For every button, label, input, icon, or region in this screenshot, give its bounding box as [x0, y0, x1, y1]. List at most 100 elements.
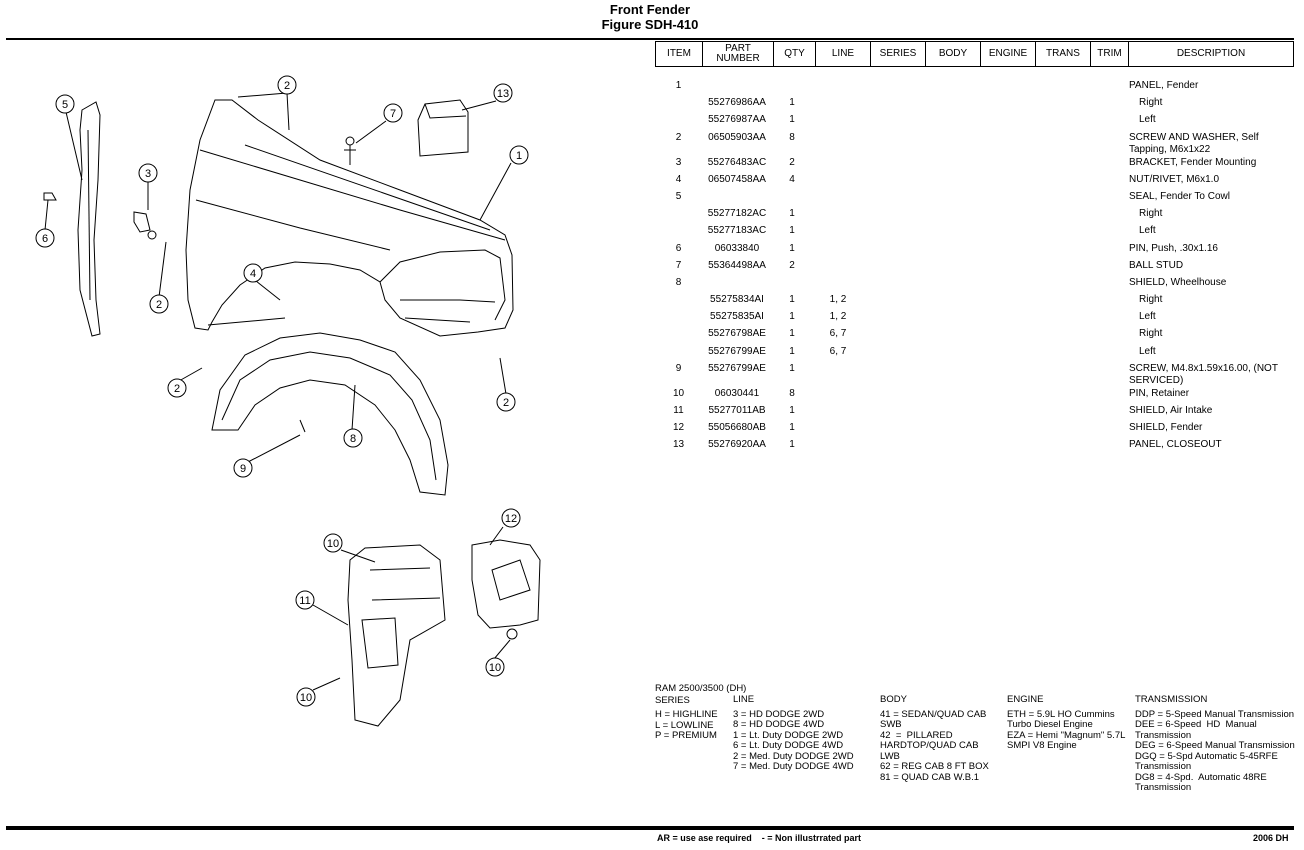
footer-note: AR = use ase required - = Non illustrrat…	[657, 833, 862, 843]
part-number-cell: 55276483AC	[707, 156, 767, 168]
legend-series-entry: P = PREMIUM	[655, 730, 717, 741]
qty-cell: 1	[789, 242, 795, 254]
legend-line-entry: 1 = Lt. Duty DODGE 2WD	[733, 729, 844, 741]
qty-cell: 1	[789, 405, 795, 416]
svg-text:2: 2	[503, 397, 509, 409]
callout-3: 3	[138, 163, 158, 183]
legend-engine-entry: ETH = 5.9L HO Cummins	[1007, 708, 1115, 720]
item-cell: 13	[672, 439, 685, 451]
air-intake-shield	[347, 544, 446, 727]
description-cell: BRACKET, Fender Mounting	[1129, 156, 1257, 168]
wheelhouse-shield	[211, 332, 449, 496]
legend-body-title: BODY	[880, 694, 907, 705]
description-cell: Left	[1139, 345, 1156, 357]
col-part-number: PART NUMBER	[702, 41, 774, 67]
col-series: SERIES	[870, 41, 926, 67]
svg-text:9: 9	[240, 463, 246, 475]
callout-12: 12	[501, 508, 521, 528]
description-cell: SHIELD, Fender	[1129, 422, 1203, 434]
legend-series-entry: H = HIGHLINE	[655, 709, 718, 720]
callout-13: 13	[493, 83, 513, 103]
part-number-cell: 55277182AC	[707, 208, 767, 220]
qty-cell: 2	[789, 259, 795, 271]
legend-line-title: LINE	[733, 694, 755, 705]
legend-body-entry: 81 = QUAD CAB W.B.1	[880, 771, 979, 783]
parts-table-header: ITEM PART NUMBER QTY LINE SERIES BODY EN…	[655, 41, 1294, 67]
item-cell: 9	[675, 362, 682, 374]
footer-code: 2006 DH	[1253, 833, 1289, 843]
svg-text:2: 2	[174, 383, 180, 395]
svg-text:10: 10	[327, 538, 339, 550]
item-cell: 3	[675, 156, 682, 168]
item-cell: 10	[672, 387, 685, 399]
part-number-cell: 55277011AB	[708, 405, 766, 416]
legend-engine-entry: SMPI V8 Engine	[1007, 740, 1077, 751]
part-number-cell: 55364498AA	[708, 259, 766, 271]
svg-text:7: 7	[390, 108, 396, 120]
callout-8: 8	[343, 428, 363, 448]
qty-cell: 1	[789, 97, 795, 109]
item-cell: 1	[675, 80, 682, 91]
col-trans: TRANS	[1035, 41, 1091, 67]
qty-cell: 1	[789, 345, 795, 357]
description-cell: Right	[1139, 208, 1163, 220]
legend-trans-entry: DG8 = 4-Spd. Automatic 48RE	[1135, 771, 1267, 783]
part-number-cell: 55277183AC	[707, 225, 767, 237]
part-number-cell: 55276920AA	[708, 439, 766, 451]
description-cell: SEAL, Fender To Cowl	[1129, 190, 1230, 202]
legend-line-entry: 7 = Med. Duty DODGE 4WD	[733, 761, 854, 772]
description-cell: Left	[1139, 114, 1156, 126]
description-cell: Right	[1139, 294, 1163, 306]
callout-10: 10	[296, 687, 316, 707]
fender-shield	[471, 539, 541, 629]
legend-line-entry: 2 = Med. Duty DODGE 2WD	[733, 750, 854, 762]
legend-engine: ENGINE ETH = 5.9L HO Cummins Turbo Diese…	[1007, 694, 1125, 752]
svg-text:2: 2	[284, 80, 290, 92]
svg-text:12: 12	[505, 513, 517, 525]
line-cell: 6, 7	[829, 328, 847, 340]
qty-cell: 1	[789, 362, 795, 374]
legend-trans-entry: Transmission	[1135, 729, 1192, 741]
svg-text:13: 13	[497, 88, 509, 100]
qty-cell: 1	[789, 422, 795, 434]
legend-body-entry: 42 = PILLARED	[880, 729, 953, 741]
callout-11: 11	[295, 590, 315, 610]
svg-text:10: 10	[489, 662, 501, 674]
callout-6: 6	[35, 228, 55, 248]
col-body: BODY	[925, 41, 981, 67]
part-number-cell: 06507458AA	[708, 173, 766, 185]
part-number-cell: 55276799AE	[708, 362, 766, 374]
part-number-cell: 55276986AA	[708, 97, 766, 109]
item-cell: 12	[672, 422, 685, 434]
line-cell: 1, 2	[829, 311, 847, 323]
item-cell: 4	[675, 173, 682, 185]
legend-trans-entry: Transmission	[1135, 761, 1192, 772]
callout-5: 5	[55, 94, 75, 114]
part-number-cell: 55276987AA	[708, 114, 766, 126]
svg-text:8: 8	[350, 433, 356, 445]
description-cell: SCREW, M4.8x1.59x16.00, (NOT SERVICED)	[1129, 362, 1278, 386]
legend-body-entry: HARDTOP/QUAD CAB	[880, 740, 979, 751]
page-title: Front Fender	[609, 2, 691, 17]
legend-trans-entry: DEG = 6-Speed Manual Transmission	[1135, 740, 1295, 751]
legend-body-entry: 62 = REG CAB 8 FT BOX	[880, 761, 989, 772]
legend-series-entry: L = LOWLINE	[655, 719, 714, 731]
legend-trans-entry: DEE = 6-Speed HD Manual	[1135, 719, 1257, 730]
description-cell: PANEL, Fender	[1129, 80, 1199, 91]
description-cell: NUT/RIVET, M6x1.0	[1129, 173, 1220, 185]
legend-body-entry: 41 = SEDAN/QUAD CAB	[880, 708, 987, 720]
part-number-cell: 55275835AI	[710, 311, 764, 323]
qty-cell: 1	[789, 294, 795, 306]
part-number-cell: 55275834AI	[710, 294, 764, 306]
legend-line-entry: 6 = Lt. Duty DODGE 4WD	[733, 740, 844, 751]
col-item: ITEM	[655, 41, 703, 67]
description-cell: PIN, Retainer	[1129, 387, 1190, 399]
